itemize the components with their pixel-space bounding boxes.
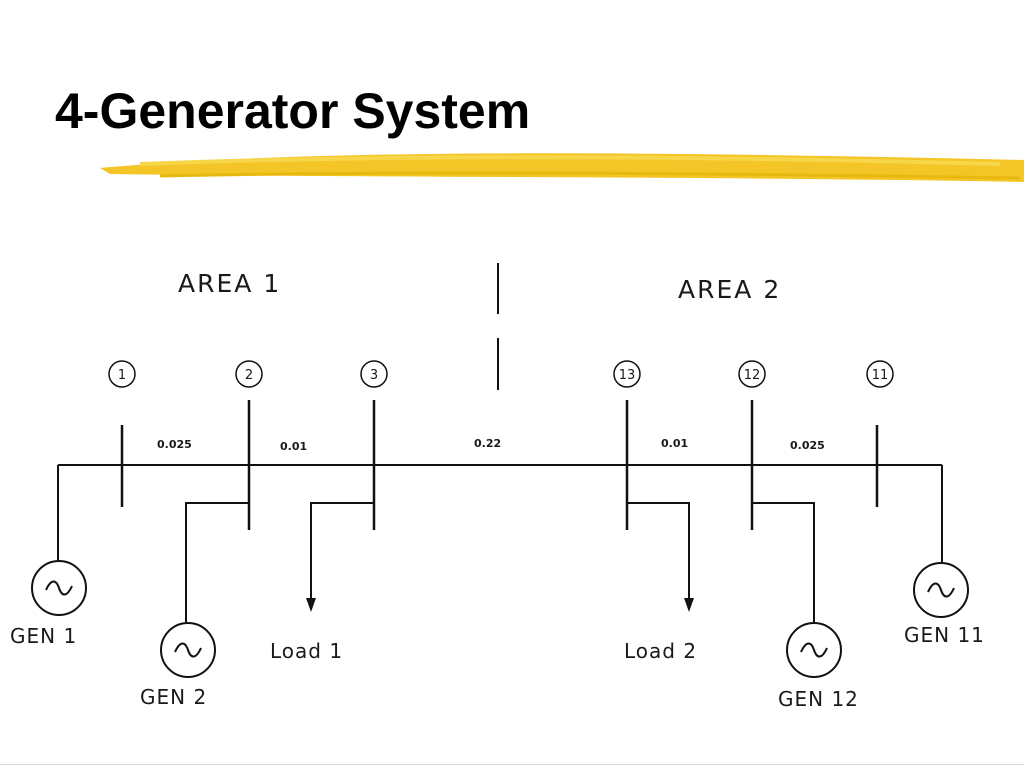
gen-1-symbol [31,560,87,616]
bus-number: 1 [118,368,126,383]
load-2-feeder [627,502,690,603]
title-underline [100,153,1024,182]
load-2-label: Load 2 [624,639,697,663]
slide-title: 4-Generator System [55,83,531,139]
bus-number: 13 [619,368,636,383]
footer-divider [0,764,1024,765]
area-1-label: AREA 1 [178,269,281,298]
load-2-arrow-icon [684,598,694,612]
sine-icon [174,642,202,658]
gen-12-symbol [786,622,842,678]
gen-11-label: GEN 11 [904,623,985,647]
load-1-label: Load 1 [270,639,343,663]
gen-12-feeder [752,502,815,622]
bus-number: 11 [872,368,889,383]
bus-marker-11: 11 [866,360,894,388]
load-1-arrow-icon [306,598,316,612]
gen-12-label: GEN 12 [778,687,859,711]
area-2-label: AREA 2 [678,275,781,304]
bus-number: 2 [245,368,253,383]
bus-marker-12: 12 [738,360,766,388]
impedance-label: 0.01 [280,440,307,453]
impedance-label: 0.025 [790,439,825,452]
impedance-label: 0.025 [157,438,192,451]
impedance-label: 0.22 [474,437,501,450]
gen-2-feeder [185,502,249,622]
sine-icon [800,642,828,658]
bus-marker-1: 1 [108,360,136,388]
bus-marker-2: 2 [235,360,263,388]
impedance-label: 0.01 [661,437,688,450]
sine-icon [927,582,955,598]
gen-11-symbol [913,562,969,618]
load-1-feeder [310,502,374,603]
bus-number: 3 [370,368,378,383]
bus-marker-3: 3 [360,360,388,388]
gen-2-label: GEN 2 [140,685,207,709]
sine-icon [45,580,73,596]
gen-1-label: GEN 1 [10,624,77,648]
bus-number: 12 [744,368,761,383]
gen-2-symbol [160,622,216,678]
bus-marker-13: 13 [613,360,641,388]
